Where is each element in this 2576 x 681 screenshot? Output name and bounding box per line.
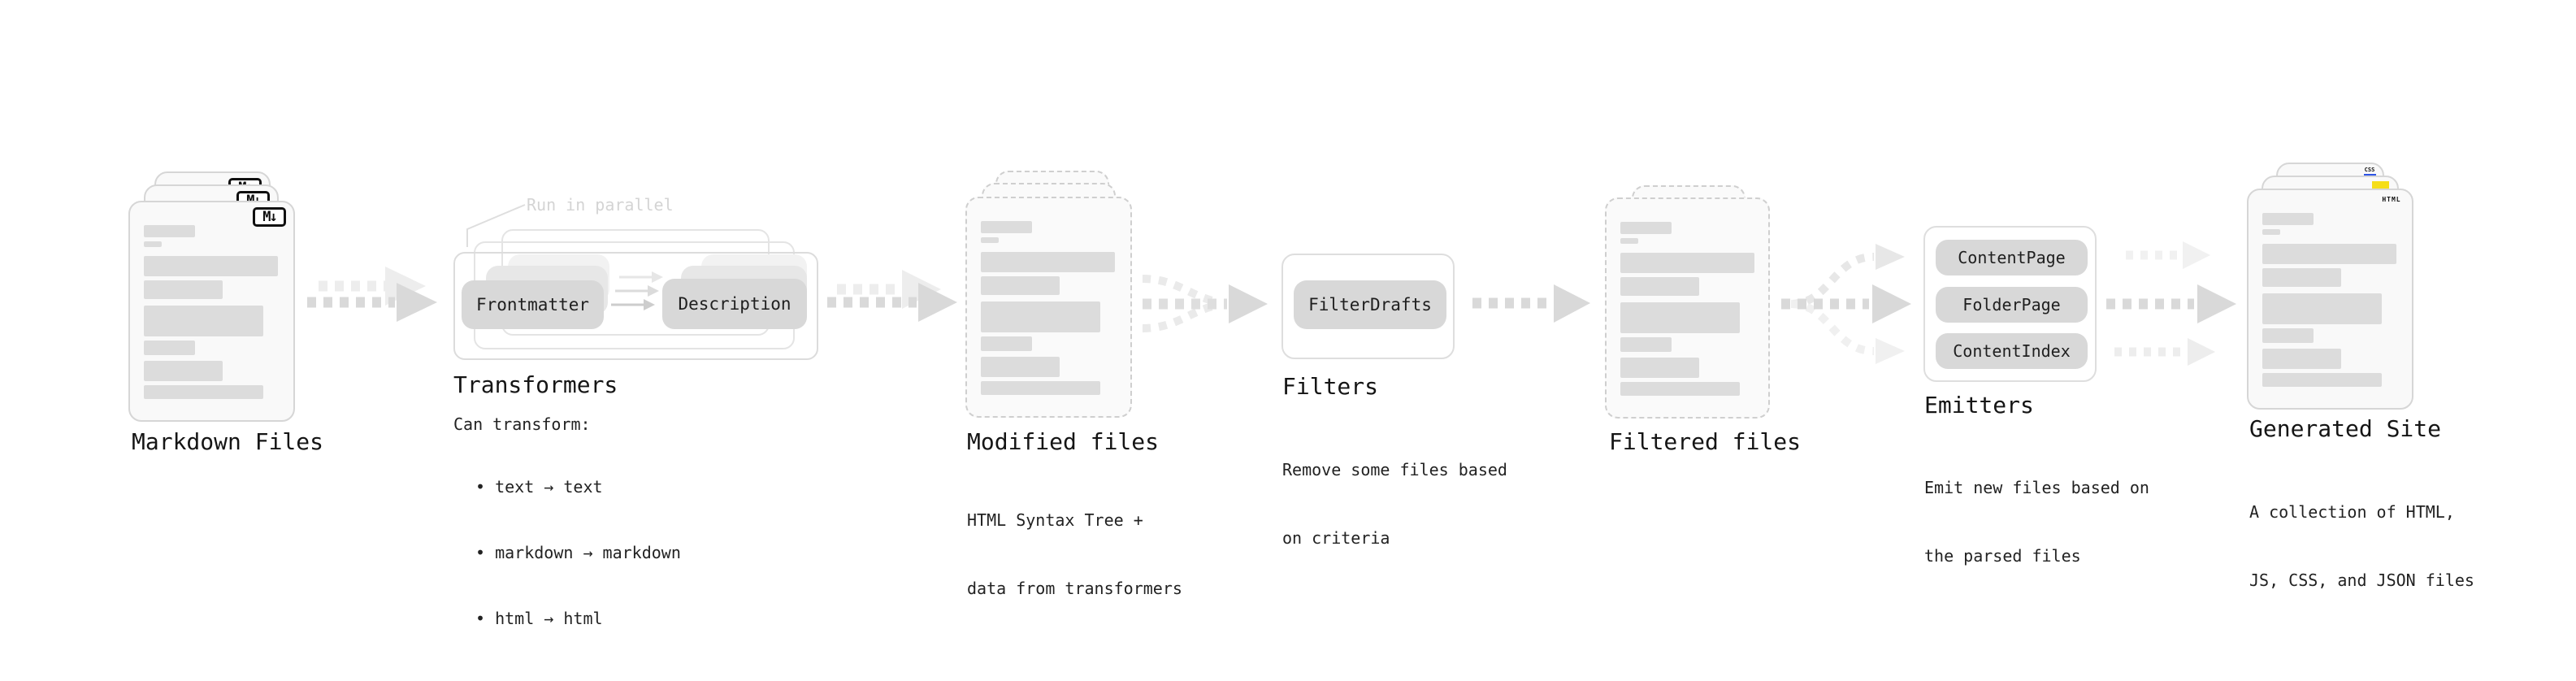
document-text-placeholder: [1620, 222, 1754, 396]
folderpage-pill: FolderPage: [1936, 287, 2088, 323]
transformer-box-front: [453, 252, 818, 360]
arrow-transformers-to-modified: [827, 270, 957, 322]
bullet-item: • html → html: [475, 609, 603, 628]
run-in-parallel-note: Run in parallel: [527, 195, 674, 215]
filters-label: Filters: [1282, 373, 1379, 400]
transformers-desc-title: Can transform:: [453, 414, 591, 434]
desc-line: Emit new files based on: [1924, 478, 2149, 497]
desc-line: JS, CSS, and JSON files: [2249, 570, 2474, 590]
bullet-item: • text → text: [475, 477, 603, 497]
filtered-files-stack: [1605, 185, 1800, 429]
filters-box: FilterDrafts: [1281, 254, 1455, 359]
generated-site-desc: A collection of HTML, JS, CSS, and JSON …: [2249, 455, 2474, 637]
filtered-files-label: Filtered files: [1609, 428, 1802, 455]
modified-files-stack: [965, 171, 1160, 423]
desc-line: HTML Syntax Tree +: [967, 510, 1143, 530]
bullet-item: • markdown → markdown: [475, 543, 681, 562]
emitters-desc: Emit new files based on the parsed files: [1924, 431, 2149, 613]
file-card-front: M↓: [128, 201, 295, 422]
arrow-markdown-to-transformers: [307, 267, 437, 322]
filterdrafts-pill: FilterDrafts: [1294, 280, 1446, 329]
document-text-placeholder: [144, 225, 278, 399]
desc-line: the parsed files: [1924, 546, 2081, 566]
arrow-emitters-to-generated: [2106, 241, 2236, 366]
markdown-files-label: Markdown Files: [132, 428, 324, 455]
markdown-icon: M↓: [253, 207, 286, 227]
frontmatter-pill: Frontmatter: [462, 280, 604, 329]
emitters-box: ContentPage FolderPage ContentIndex: [1923, 226, 2097, 382]
description-pill: Description: [662, 279, 807, 329]
html5-icon: HTML 5: [2382, 196, 2401, 220]
desc-line: A collection of HTML,: [2249, 502, 2455, 522]
description-pill-label: Description: [678, 294, 791, 314]
desc-line: on criteria: [1282, 528, 1390, 548]
contentpage-pill: ContentPage: [1936, 240, 2088, 275]
arrow-filtered-to-emitters: [1781, 244, 1911, 364]
css-icon: CSS: [2363, 167, 2376, 176]
modified-files-desc: HTML Syntax Tree + data from transformer…: [967, 463, 1182, 645]
css-icon-bar: [2363, 174, 2376, 176]
contentpage-pill-label: ContentPage: [1958, 248, 2066, 267]
filters-desc: Remove some files based on criteria: [1282, 413, 1507, 595]
arrow-filters-to-filtered: [1472, 284, 1590, 323]
css-icon-label: CSS: [2364, 167, 2375, 173]
folderpage-pill-label: FolderPage: [1962, 295, 2061, 314]
file-card-front: [965, 197, 1132, 418]
html5-icon-word: HTML: [2382, 196, 2401, 203]
transformers-group: Frontmatter Description: [453, 229, 827, 367]
contentindex-pill: ContentIndex: [1936, 333, 2088, 369]
file-card-front: [1605, 197, 1770, 419]
generated-site-stack: CSS HTML 5: [2247, 163, 2442, 414]
desc-line: data from transformers: [967, 579, 1182, 598]
document-text-placeholder: [981, 221, 1115, 395]
file-card-front-html: HTML 5: [2247, 189, 2413, 410]
frontmatter-pill-label: Frontmatter: [475, 295, 590, 314]
transformers-bullet-list: • text → text • markdown → markdown • ht…: [475, 432, 681, 674]
markdown-files-stack: M↓ M↓ M↓: [128, 171, 323, 423]
transformers-label: Transformers: [453, 371, 618, 398]
desc-line: Remove some files based: [1282, 460, 1507, 479]
document-text-placeholder: [2262, 213, 2396, 387]
generated-site-label: Generated Site: [2249, 415, 2442, 442]
emitters-label: Emitters: [1924, 392, 2034, 419]
contentindex-pill-label: ContentIndex: [1953, 341, 2071, 361]
filterdrafts-pill-label: FilterDrafts: [1308, 295, 1432, 314]
arrow-modified-to-filters: [1142, 275, 1268, 332]
modified-files-label: Modified files: [967, 428, 1160, 455]
